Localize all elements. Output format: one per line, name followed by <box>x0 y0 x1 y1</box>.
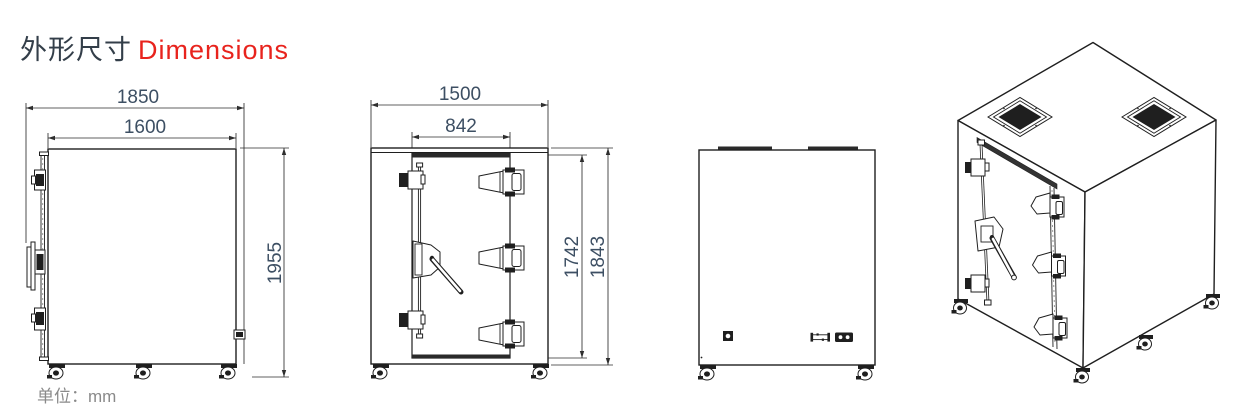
door-latch <box>1033 313 1068 341</box>
door-latch <box>1030 192 1065 220</box>
hinge <box>965 274 990 293</box>
dim-side-body-depth: 1600 <box>47 117 237 148</box>
door <box>399 152 525 359</box>
isometric-cabinet <box>951 41 1220 384</box>
back-view-drawing <box>698 146 876 381</box>
caster <box>1136 335 1153 351</box>
side-view-cabinet <box>26 148 246 380</box>
dim-label-842: 842 <box>445 116 477 137</box>
front-view-cabinet <box>370 147 549 380</box>
front-view-drawing: 1500 842 1742 1843 <box>370 84 613 380</box>
page-title-zh: 外形尺寸 <box>20 35 132 65</box>
caster <box>219 364 237 380</box>
power-inlet-plate <box>835 332 853 342</box>
caster <box>134 364 152 380</box>
side-view-drawing: 1850 1600 1955 <box>25 87 289 380</box>
door-handle <box>974 216 1017 281</box>
dim-label-1843: 1843 <box>588 236 609 278</box>
terminal-fitting <box>810 332 830 342</box>
caster <box>47 364 65 380</box>
dim-side-overall-height: 1955 <box>240 147 289 378</box>
dim-front-body-height: 1843 <box>551 147 613 366</box>
dim-label-1500: 1500 <box>439 84 481 105</box>
top-vent <box>1121 96 1187 138</box>
dim-label-1600: 1600 <box>124 117 166 138</box>
door-latch <box>1032 251 1066 279</box>
top-vent <box>987 96 1053 138</box>
door-latch <box>478 319 525 349</box>
dim-front-overall-width: 1500 <box>370 84 549 147</box>
door-handle <box>412 240 464 295</box>
door-latch <box>478 243 525 273</box>
hinge <box>965 158 990 177</box>
door <box>965 136 1068 350</box>
hinge <box>399 310 426 330</box>
dim-label-1742: 1742 <box>562 236 583 278</box>
caster <box>698 365 716 381</box>
dim-side-overall-width: 1850 <box>25 87 245 364</box>
dim-label-1850: 1850 <box>117 87 159 108</box>
caster <box>1203 294 1220 310</box>
back-view-cabinet <box>698 146 876 381</box>
cable-port <box>723 331 733 341</box>
caster <box>856 365 874 381</box>
dim-label-1955: 1955 <box>265 242 286 284</box>
caster <box>951 299 968 315</box>
page-title-en: Dimensions <box>138 35 290 65</box>
unit-label: 单位：mm <box>37 387 117 406</box>
caster <box>371 364 389 380</box>
caster <box>1073 368 1090 384</box>
caster <box>531 364 549 380</box>
door-latch <box>478 167 525 197</box>
door-edge-strip <box>26 151 49 361</box>
hinge <box>399 170 426 190</box>
isometric-view-drawing <box>951 41 1220 384</box>
dim-front-door-width: 842 <box>411 116 511 152</box>
